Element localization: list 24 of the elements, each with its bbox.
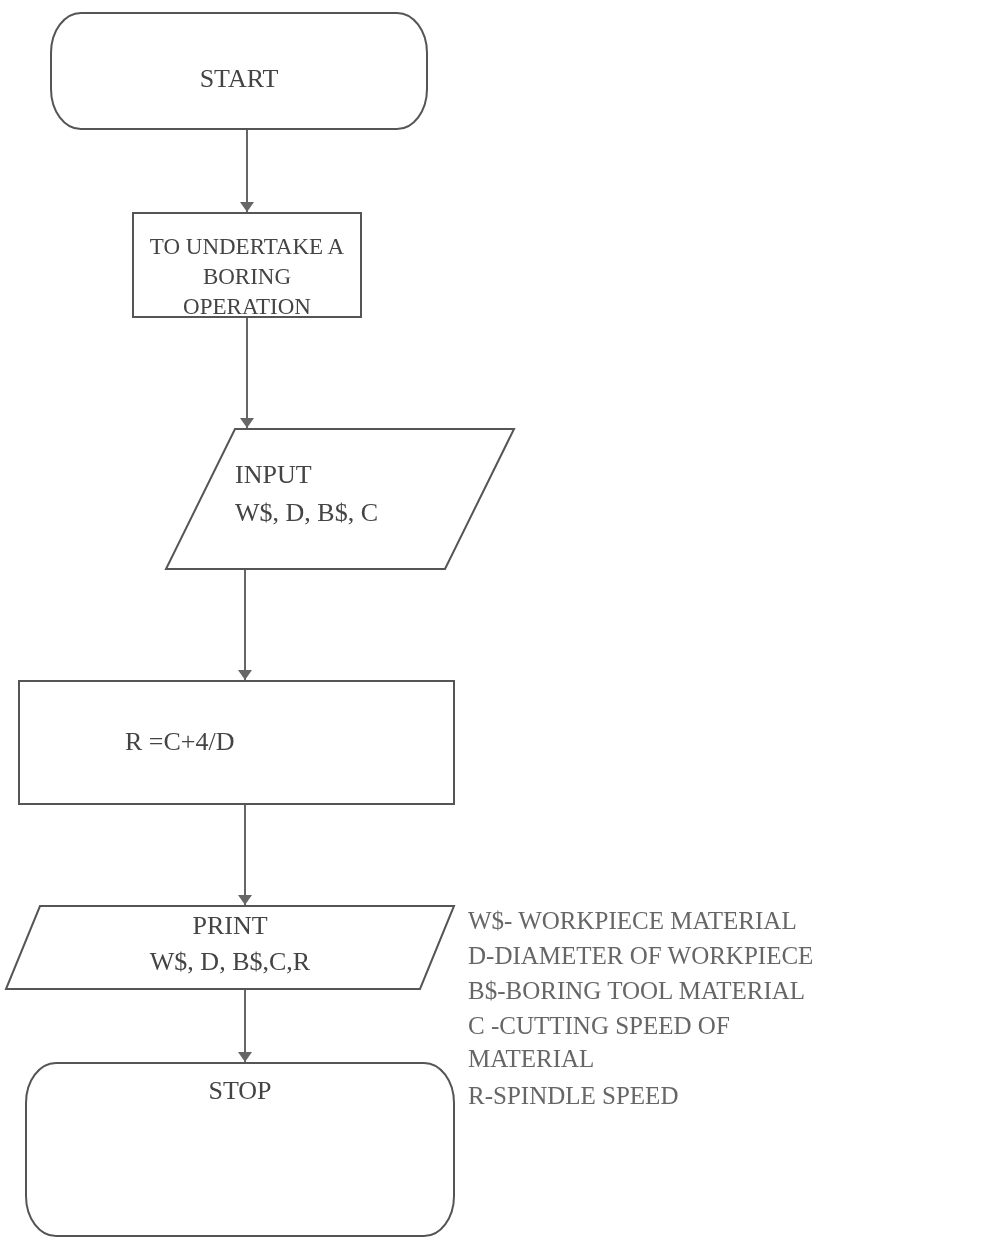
arrow xyxy=(238,989,252,1063)
node-title: INPUT xyxy=(235,459,312,491)
legend-note: C -CUTTING SPEED OF MATERIAL xyxy=(468,1011,731,1074)
process-box xyxy=(132,212,362,318)
node-text: W$, D, B$,C,R xyxy=(148,946,312,978)
arrow xyxy=(238,569,252,681)
node-title: PRINT xyxy=(191,910,269,942)
input-output-parallelogram xyxy=(5,905,455,990)
node-title: STOP xyxy=(207,1075,273,1107)
input-output-parallelogram xyxy=(165,428,515,570)
arrow xyxy=(240,129,254,213)
terminal-shape xyxy=(50,12,428,130)
node-title: TO UNDERTAKE A BORING OPERATION xyxy=(148,233,346,321)
arrow xyxy=(240,317,254,429)
legend-note: B$-BORING TOOL MATERIAL xyxy=(468,976,807,1006)
arrow xyxy=(238,804,252,906)
legend-note: D-DIAMETER OF WORKPIECE xyxy=(468,941,815,971)
node-title: R =C+4/D xyxy=(125,726,235,758)
terminal-shape xyxy=(25,1062,455,1237)
node-title: START xyxy=(198,63,280,95)
legend-note: R-SPINDLE SPEED xyxy=(468,1081,680,1111)
legend-note: W$- WORKPIECE MATERIAL xyxy=(468,906,798,936)
node-text: W$, D, B$, C xyxy=(235,497,378,529)
process-box xyxy=(18,680,455,805)
